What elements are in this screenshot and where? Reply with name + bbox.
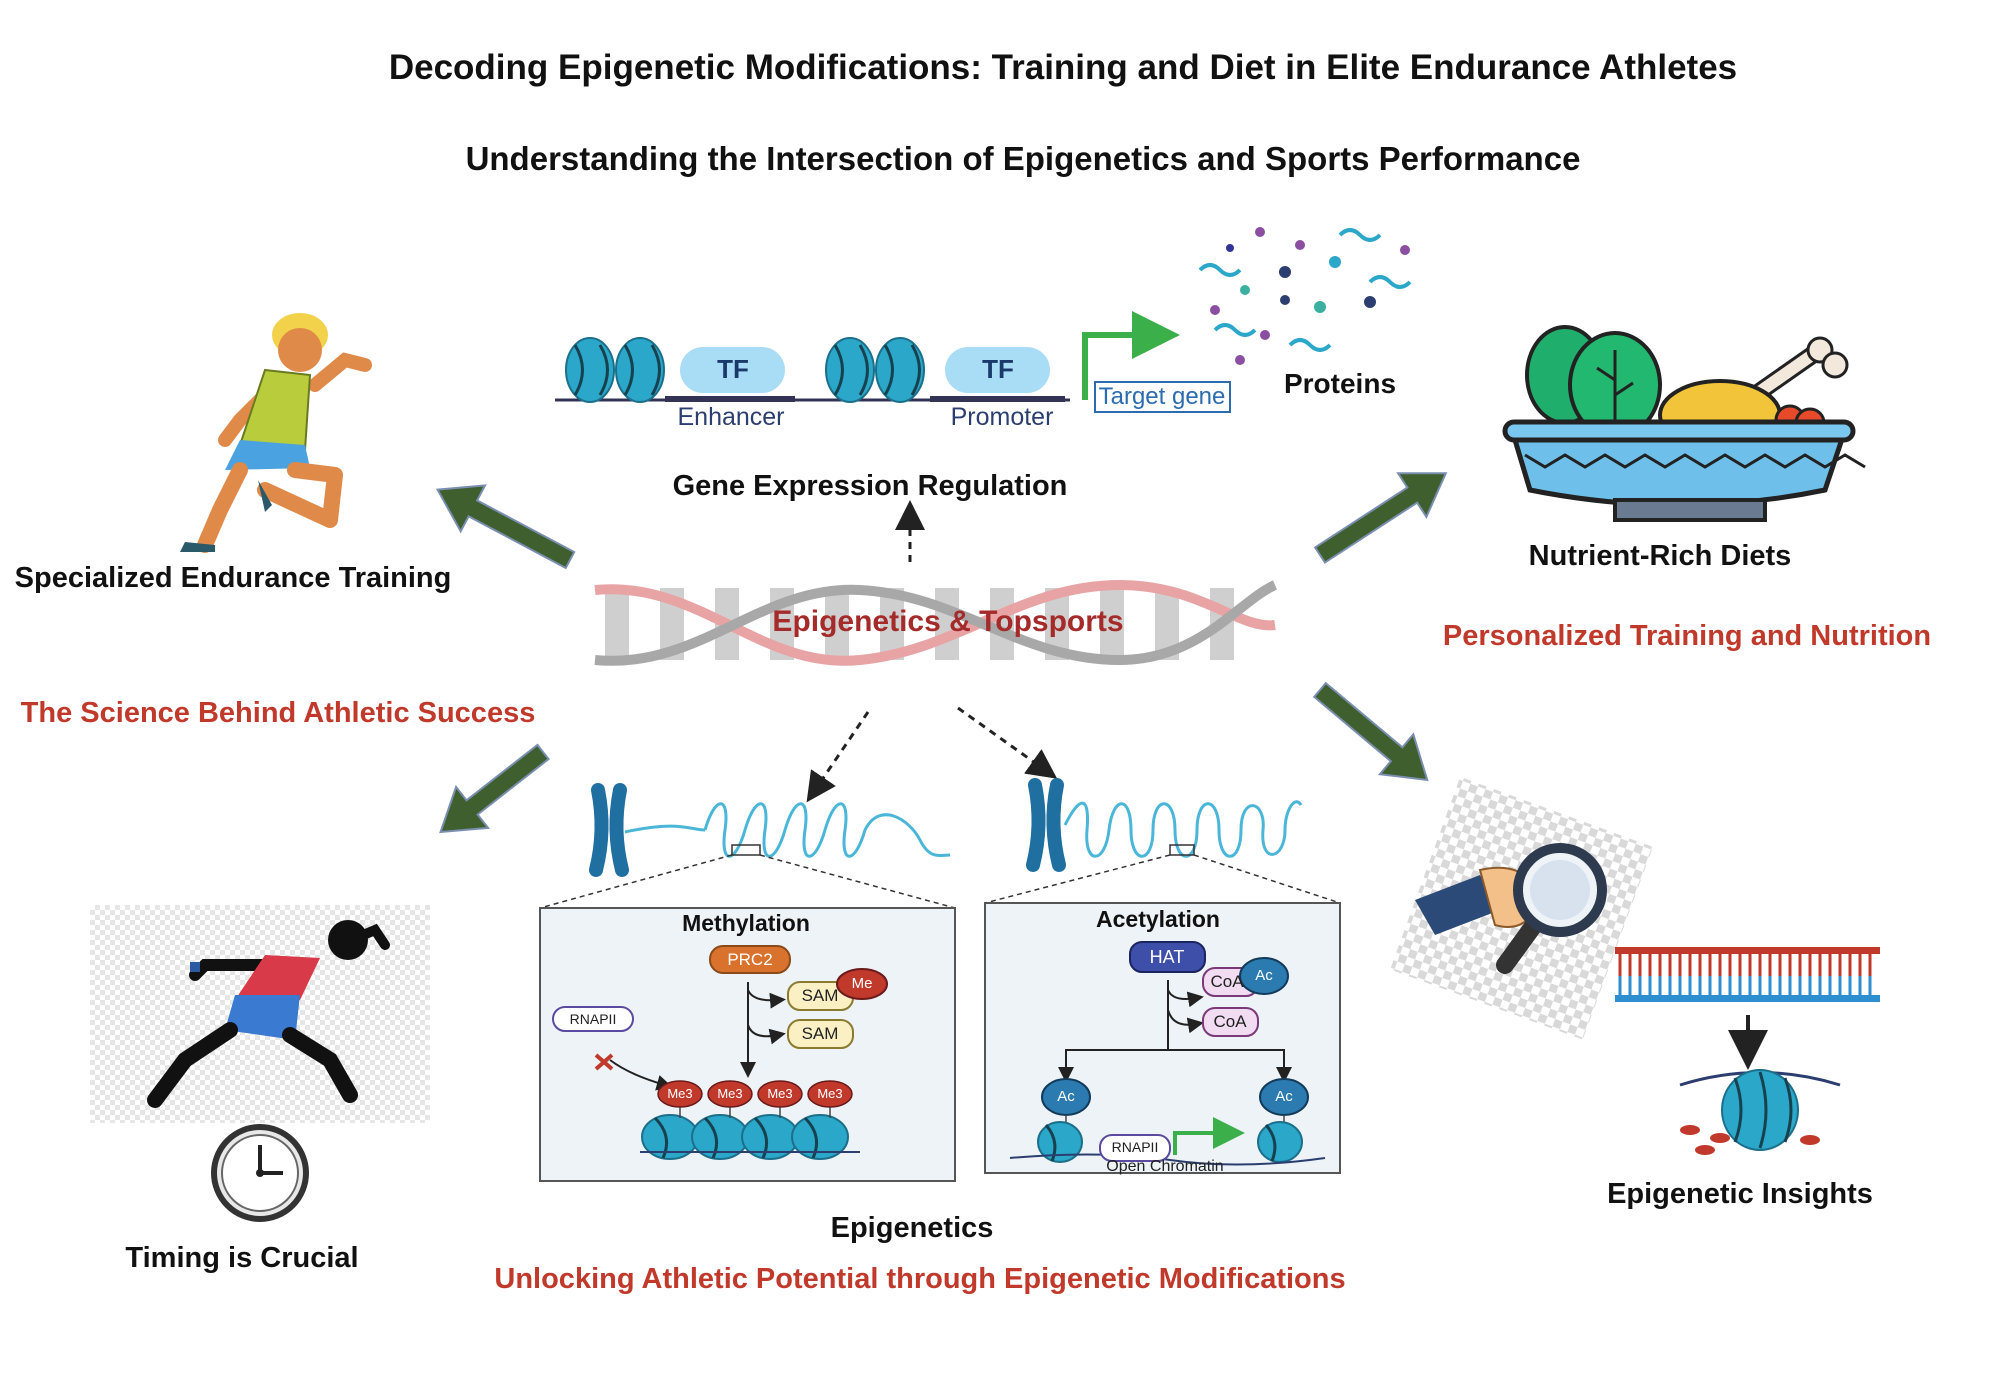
tf-label-enhancer: TF	[717, 354, 749, 384]
training-label: Specialized Endurance Training	[14, 562, 452, 594]
magnifier-icon	[1390, 776, 1653, 1040]
nucleosome-icon	[1679, 1069, 1841, 1155]
proteins-scatter	[1198, 227, 1412, 365]
rnapii-label-acetylation: RNAPII	[1111, 1139, 1159, 1155]
sam-label-1: SAM	[801, 986, 839, 1005]
prc2-label: PRC2	[727, 950, 773, 969]
coa-label-1: CoA	[1210, 972, 1244, 991]
me3-label: Me3	[717, 1086, 743, 1101]
page-title: Decoding Epigenetic Modifications: Train…	[388, 48, 1738, 87]
rnapii-label-methylation: RNAPII	[569, 1011, 617, 1027]
chromosome-icon	[1026, 778, 1303, 872]
epigenetics-tagline: Unlocking Athletic Potential through Epi…	[494, 1263, 1346, 1295]
tf-label-promoter: TF	[982, 354, 1014, 384]
methylation-panel	[539, 907, 956, 1182]
hat-label: HAT	[1149, 947, 1185, 967]
central-dna-helix	[594, 579, 1278, 666]
open-chromatin-label: Open Chromatin	[1106, 1158, 1224, 1175]
center-label: Epigenetics & Topsports	[772, 605, 1124, 638]
target-gene-label: Target gene	[1098, 383, 1226, 410]
ac-label-top: Ac	[1255, 967, 1273, 984]
nucleosome-icon	[565, 337, 665, 403]
acetylation-panel	[984, 902, 1341, 1174]
coa-label-2: CoA	[1213, 1012, 1247, 1031]
ac-label-right: Ac	[1275, 1088, 1293, 1105]
me-label: Me	[851, 975, 873, 992]
ac-label-left: Ac	[1057, 1088, 1075, 1105]
page-subtitle: Understanding the Intersection of Epigen…	[465, 140, 1581, 177]
diet-label: Nutrient-Rich Diets	[1528, 540, 1792, 572]
nucleosome-icon	[640, 1114, 860, 1160]
epigenetics-label: Epigenetics	[830, 1212, 994, 1244]
food-bowl-icon	[1502, 325, 1866, 522]
arrow-to-insights	[1312, 681, 1429, 782]
chromosome-icon	[589, 783, 951, 877]
acetylation-title: Acetylation	[1096, 906, 1220, 932]
proteins-label: Proteins	[1283, 368, 1397, 399]
sprinter-icon	[90, 905, 430, 1123]
enhancer-label: Enhancer	[677, 403, 785, 431]
dna-ladder-icon	[1615, 947, 1880, 1002]
dashed-arrows	[806, 500, 1058, 803]
nucleosome-icon	[825, 337, 925, 403]
methylation-title: Methylation	[682, 910, 810, 936]
green-arrows	[435, 472, 1448, 834]
gene-expression-heading: Gene Expression Regulation	[672, 470, 1068, 502]
me3-label: Me3	[817, 1086, 843, 1101]
personalized-label: Personalized Training and Nutrition	[1442, 620, 1932, 652]
timing-label: Timing is Crucial	[125, 1242, 359, 1274]
arrow-to-diet	[1313, 472, 1448, 564]
me3-label: Me3	[667, 1086, 693, 1101]
gene-regulation-illustration	[555, 227, 1412, 413]
insights-label: Epigenetic Insights	[1607, 1178, 1873, 1210]
nucleosome-icon	[1037, 1121, 1303, 1163]
runner-icon	[180, 313, 372, 553]
arrow-to-timing	[439, 743, 550, 834]
science-label: The Science Behind Athletic Success	[20, 697, 536, 729]
promoter-label: Promoter	[950, 403, 1054, 431]
sam-label-2: SAM	[801, 1024, 839, 1043]
me3-label: Me3	[767, 1086, 793, 1101]
arrow-to-training	[435, 484, 576, 570]
clock-icon	[211, 1124, 309, 1222]
